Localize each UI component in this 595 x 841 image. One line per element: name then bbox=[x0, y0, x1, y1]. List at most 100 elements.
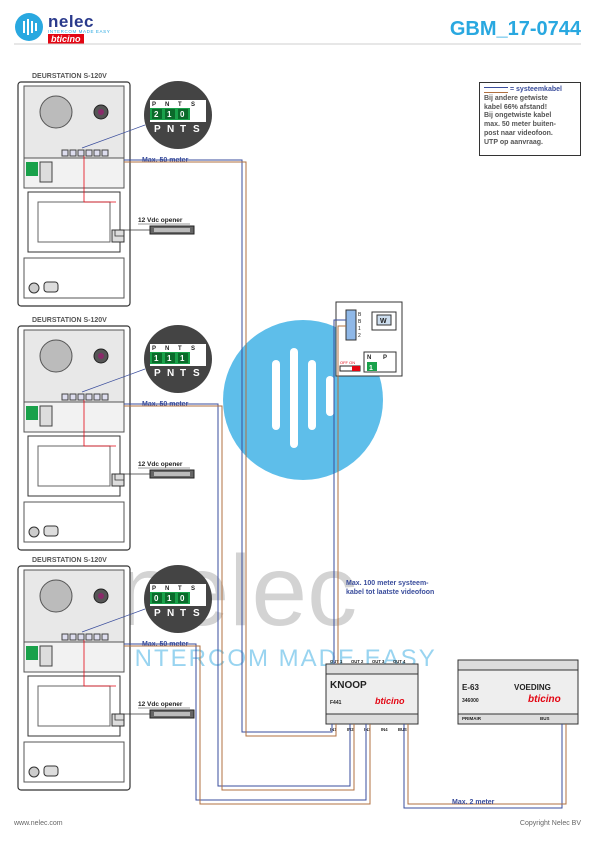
dip-zoom-label: T bbox=[180, 608, 186, 619]
videophone-terminal-block bbox=[345, 309, 357, 341]
screw-icon bbox=[28, 526, 40, 538]
dip-header-label: P bbox=[152, 346, 156, 352]
display-window bbox=[37, 685, 111, 727]
speaker-icon bbox=[39, 95, 73, 129]
dip-switch bbox=[152, 593, 162, 603]
videophone-switch-label: OFF ON bbox=[340, 360, 355, 365]
logo-icon bbox=[15, 13, 43, 41]
voeding-bus-label: BUS bbox=[540, 716, 550, 721]
opener-label: 12 Vdc opener bbox=[138, 217, 183, 224]
voeding-brand: bticino bbox=[528, 694, 561, 705]
dip-value: 0 bbox=[180, 110, 185, 119]
videophone-terminal-label: B bbox=[358, 312, 362, 318]
camera-lens-center bbox=[98, 109, 104, 115]
terminal-screw bbox=[101, 393, 109, 401]
legend-note-5: post naar videofoon. bbox=[484, 129, 553, 137]
opener-wire bbox=[114, 713, 150, 721]
mount-icon bbox=[43, 525, 59, 537]
brand-logo: nelec INTERCOM MADE EASY bticino bbox=[14, 12, 134, 44]
dip-zoom-label: N bbox=[167, 368, 174, 379]
display-window bbox=[37, 201, 111, 243]
terminal-block bbox=[39, 405, 53, 427]
dip-zoom-label: N bbox=[167, 124, 174, 135]
videophone-terminal-label: 1 bbox=[358, 326, 361, 332]
legend-note-1: Bij andere getwiste bbox=[484, 94, 548, 102]
cable-supply-brown bbox=[407, 724, 567, 805]
videophone-dip-switch bbox=[367, 362, 377, 371]
voeding-primair-label: PRIMAIR bbox=[462, 716, 482, 721]
knoop-bottom-port: IN1 bbox=[330, 727, 337, 732]
door-opener-bolt bbox=[154, 228, 190, 232]
footer-website: www.nelec.com bbox=[14, 820, 63, 827]
watermark-bar-1 bbox=[290, 348, 298, 448]
videophone-dip-label-p: P bbox=[383, 355, 387, 361]
station-title: DEURSTATION S-120V bbox=[32, 557, 107, 564]
terminal-screw bbox=[61, 633, 69, 641]
knoop-top-port: OUT 1 bbox=[330, 659, 343, 664]
knoop-top-port: OUT 4 bbox=[393, 659, 406, 664]
terminal-block bbox=[39, 161, 53, 183]
voeding-top-rail bbox=[457, 659, 579, 671]
terminal-area bbox=[23, 401, 125, 433]
green-connector-icon bbox=[26, 406, 38, 420]
knoop-bottom-port: IN2 bbox=[347, 727, 354, 732]
cable-station-2-brown bbox=[124, 405, 355, 791]
dip-switch bbox=[165, 593, 175, 603]
dip-zoom-label: P bbox=[154, 608, 161, 619]
cable-videophone-brown bbox=[337, 325, 346, 664]
watermark-bar-2 bbox=[308, 360, 316, 430]
dip-zoom-label: S bbox=[193, 124, 200, 135]
dip-switch bbox=[152, 109, 162, 119]
cable-station-1-brown bbox=[124, 161, 337, 737]
terminal-screw bbox=[77, 393, 85, 401]
cable-station-2-blue bbox=[124, 403, 351, 787]
station-title: DEURSTATION S-120V bbox=[32, 73, 107, 80]
terminal-screw bbox=[93, 633, 101, 641]
legend-note-2: kabel 66% afstand! bbox=[484, 103, 548, 111]
mount-icon bbox=[43, 765, 59, 777]
cable-supply-blue bbox=[403, 724, 563, 809]
dip-value: 1 bbox=[154, 354, 159, 363]
terminal-screw bbox=[85, 393, 93, 401]
voeding-frame bbox=[457, 659, 579, 725]
dip-zoom-label: P bbox=[154, 368, 161, 379]
door-opener-bolt bbox=[154, 712, 190, 716]
dip-value: 1 bbox=[180, 354, 185, 363]
dip-zoom-label: T bbox=[180, 368, 186, 379]
bottom-module bbox=[23, 741, 125, 783]
dip-switch bbox=[165, 109, 175, 119]
voeding-bottom-rail bbox=[457, 713, 579, 725]
zoom-pointer-line bbox=[81, 368, 146, 393]
terminal-area bbox=[23, 157, 125, 189]
terminal-screw bbox=[93, 393, 101, 401]
terminal-block bbox=[39, 645, 53, 667]
videophone-terminal-label: B bbox=[358, 319, 362, 325]
dip-value: 0 bbox=[180, 594, 185, 603]
terminal-screw bbox=[61, 393, 69, 401]
dip-header-label: S bbox=[191, 346, 195, 352]
dip-zoom-label: S bbox=[193, 608, 200, 619]
watermark-bar-3 bbox=[326, 376, 334, 416]
red-wire-2 bbox=[83, 400, 116, 447]
camera-lens-center bbox=[98, 593, 104, 599]
dip-switch bbox=[178, 353, 188, 363]
door-opener-bolt bbox=[154, 472, 190, 476]
zoom-pointer-line bbox=[81, 608, 146, 633]
dip-header-label: N bbox=[165, 586, 169, 592]
terminal-screw bbox=[77, 633, 85, 641]
voeding-title: VOEDING bbox=[514, 683, 551, 692]
speaker-icon bbox=[39, 339, 73, 373]
camera-module bbox=[23, 569, 125, 643]
brand-name: nelec bbox=[48, 12, 94, 31]
dip-header-label: P bbox=[152, 102, 156, 108]
red-wire-3 bbox=[83, 640, 116, 687]
dip-zoom-label: N bbox=[167, 608, 174, 619]
dip-zoom-label: T bbox=[180, 124, 186, 135]
